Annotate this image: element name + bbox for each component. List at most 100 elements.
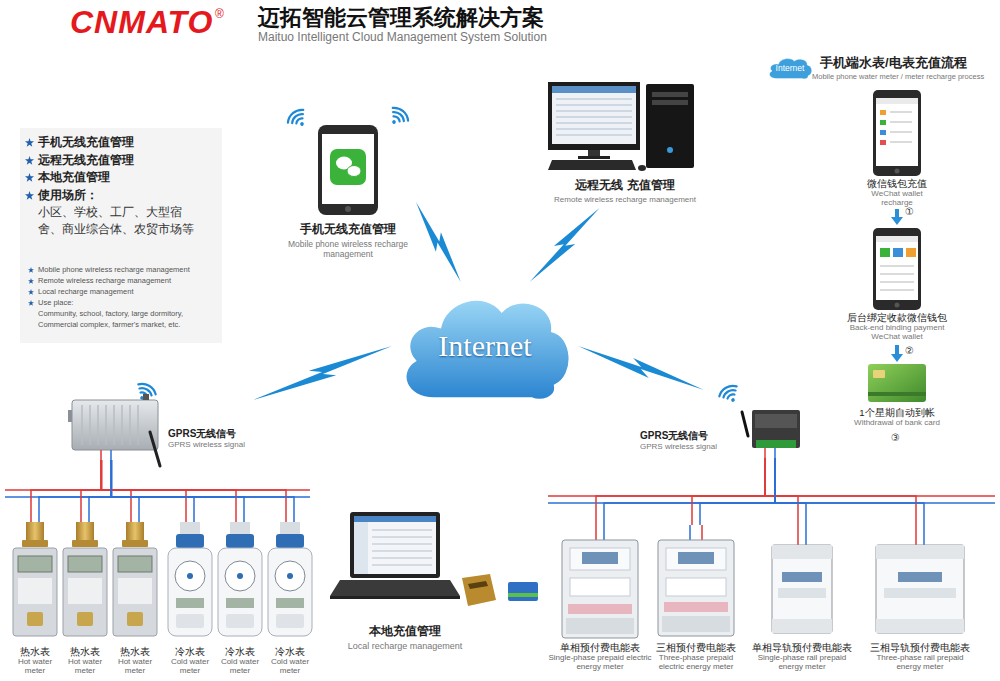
caption-text: Single-phase prepaid electric energy met… (548, 654, 652, 672)
caption-text: 单相预付费电能表 (548, 642, 652, 654)
flow-arrow (891, 209, 903, 225)
cold-water-meter: 冷水表Cold water meter (164, 522, 216, 678)
meter-wire (31, 460, 111, 522)
flow-arrow (891, 345, 903, 362)
text-group: 冷水表Cold water meter (264, 646, 316, 676)
bullet-star (25, 173, 34, 182)
caption-text: 热水表 (9, 646, 61, 658)
text-group: Internet (776, 63, 805, 73)
wifi-symbol (385, 105, 411, 130)
blue-wire (111, 460, 244, 522)
text-group: GPRS无线信号GPRS wireless signal (640, 430, 730, 452)
feature-item: Community, school, factory, large dormit… (38, 308, 216, 330)
text-group: 热水表Hot water meter (59, 646, 111, 676)
text-group: Internet (438, 329, 531, 363)
text-group: 本地充值管理Local recharge management (330, 624, 480, 652)
star-shape (25, 173, 34, 182)
caption-text: 手机无线充值管理 (280, 222, 416, 237)
lightning-bolt (416, 202, 461, 282)
meter-wire (101, 460, 194, 522)
blue-wire (89, 460, 111, 522)
text-group: GPRS无线信号GPRS wireless signal (168, 428, 252, 450)
flow-step: 后台绑定收款微信钱包Back-end binding payment WeCha… (842, 225, 952, 345)
feature-panel: 手机无线充值管理远程无线充值管理本地充值管理使用场所：小区、学校、工厂、大型宿舍… (20, 128, 222, 343)
flow-phone (873, 90, 921, 176)
caption-text: Remote wireless recharge management (540, 195, 710, 205)
bullet-star (28, 300, 34, 306)
bullet-star (28, 289, 34, 295)
small-cloud: Internet (766, 55, 814, 81)
caption-text: GPRS wireless signal (640, 442, 730, 452)
desktop-computer (548, 82, 694, 171)
wifi-symbol (717, 383, 742, 407)
gprs-module: GPRS无线信号GPRS wireless signal (632, 390, 812, 458)
feature-item: Use place: (38, 297, 216, 308)
caption-text: 热水表 (59, 646, 111, 658)
feature-item: Remote wireless recharge management (38, 275, 216, 286)
caption-text: 后台绑定收款微信钱包 (842, 312, 952, 323)
caption-text: 微信钱包充值 (852, 178, 942, 189)
wireless-link (530, 208, 600, 282)
flow-phone (873, 228, 921, 310)
gprs-module: GPRS无线信号GPRS wireless signal (65, 385, 253, 460)
blue-wire (111, 460, 194, 522)
callout-number: ② (905, 345, 914, 357)
hot-water-meter: 热水表Hot water meter (109, 522, 161, 678)
bullet-star (28, 278, 34, 284)
lightning-bolt (530, 208, 600, 282)
blue-wire (775, 458, 806, 525)
caption-text: Three-phase prepaid electric energy mete… (648, 654, 744, 672)
caption-text: Back-end binding payment WeChat wallet (847, 323, 947, 341)
gprs-device (742, 410, 800, 459)
caption-text: GPRS wireless signal (168, 440, 252, 450)
feature-item: 手机无线充值管理 (38, 134, 216, 152)
caption-text: 冷水表 (164, 646, 216, 658)
feature-item: Mobile phone wireless recharge managemen… (38, 264, 216, 275)
caption-text: Internet (438, 329, 531, 363)
local-pc-node: 本地充值管理Local recharge management (330, 508, 480, 658)
wireless-link (253, 346, 392, 400)
meter-wire (101, 460, 244, 522)
text-group: 手机无线充值管理远程无线充值管理本地充值管理使用场所：小区、学校、工厂、大型宿舍… (38, 134, 216, 330)
prepaid-energy-meter: 单相导轨预付费电能表Single-phase rail prepaid ener… (750, 525, 854, 675)
caption-text: 三相预付费电能表 (648, 642, 744, 654)
cloud-outline (770, 59, 812, 79)
caption-text: 本地充值管理 (330, 624, 480, 639)
arrow-head (891, 217, 903, 225)
text-group: 冷水表Cold water meter (214, 646, 266, 676)
brand-logo: CNMATO (70, 4, 213, 40)
text-group: 三相导轨预付费电能表Three-phase rail prepaid energ… (864, 642, 976, 672)
star-shape (28, 289, 34, 295)
card-reader (462, 574, 538, 606)
blue-wire (111, 460, 294, 522)
caption-text: Hot water meter (9, 658, 61, 676)
caption-text: 1个星期自动到帐 (842, 407, 952, 418)
energy-meters (562, 540, 964, 638)
flow-subheading: Mobile phone water meter / meter recharg… (812, 72, 984, 81)
registered-mark: ® (215, 7, 224, 21)
star-shape (28, 267, 34, 273)
text-group: 热水表Hot water meter (9, 646, 61, 676)
text-group: 微信钱包充值WeChat wallet recharge (852, 178, 942, 207)
bank-card (868, 364, 926, 402)
callout-number: ③ (891, 432, 900, 444)
laptop (330, 512, 460, 599)
star-shape (25, 138, 34, 147)
meter-wire (765, 458, 924, 525)
text-group: 单相导轨预付费电能表Single-phase rail prepaid ener… (750, 642, 854, 672)
feature-item: Local recharge management (38, 286, 216, 297)
subtitle: Maituo Intelligent Cloud Management Syst… (258, 30, 547, 44)
diagram-title: 迈拓智能云管理系统解决方案 (258, 5, 544, 31)
lightning-bolt (578, 346, 704, 390)
hot-water-meter: 热水表Hot water meter (59, 522, 111, 678)
caption-text: 冷水表 (214, 646, 266, 658)
blue-wire (604, 458, 775, 525)
mobile-phone (318, 125, 378, 215)
remote-pc-node: 远程无线 充值管理Remote wireless recharge manage… (540, 78, 710, 208)
caption-text: Cold water meter (214, 658, 266, 676)
meter-wire (101, 460, 139, 522)
star-shape (25, 191, 34, 200)
prepaid-energy-meter: 单相预付费电能表Single-phase prepaid electric en… (548, 525, 652, 675)
text-group: 远程无线 充值管理Remote wireless recharge manage… (540, 178, 710, 205)
red-wire (101, 460, 186, 522)
